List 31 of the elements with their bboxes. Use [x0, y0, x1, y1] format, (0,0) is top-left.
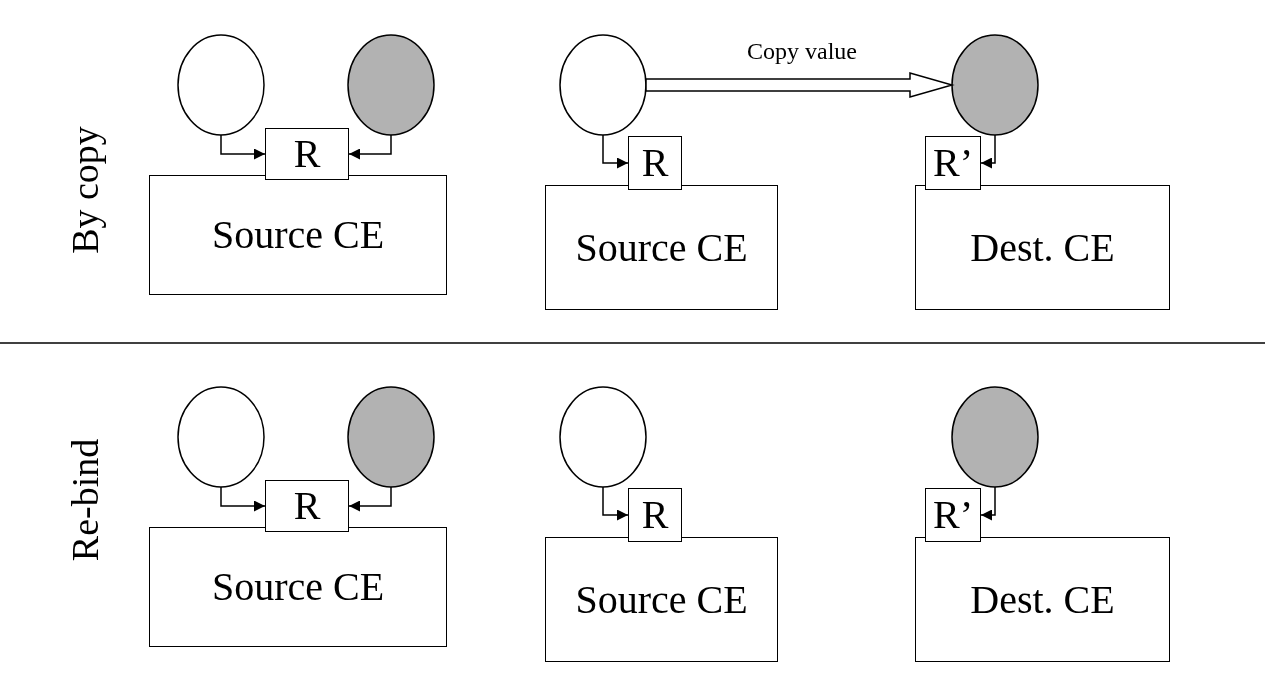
- row-label: Re-bind: [66, 438, 105, 562]
- circle-shape: [348, 35, 434, 135]
- process-box: R’: [925, 136, 981, 190]
- arrow: [980, 134, 996, 169]
- circle-shape: [560, 35, 646, 135]
- circle-shape: [952, 35, 1038, 135]
- process-box: R: [265, 480, 349, 532]
- process-box: Source CE: [545, 185, 778, 310]
- process-box: R: [628, 488, 682, 542]
- process-box: Source CE: [545, 537, 778, 662]
- process-box: R: [265, 128, 349, 180]
- arrow: [602, 486, 629, 521]
- process-box: Source CE: [149, 527, 447, 647]
- process-box: R’: [925, 488, 981, 542]
- circle-shape: [348, 387, 434, 487]
- circle-shape: [952, 387, 1038, 487]
- process-box: Source CE: [149, 175, 447, 295]
- arrow: [980, 486, 996, 521]
- circle-shape: [178, 387, 264, 487]
- arrow: [348, 486, 392, 512]
- hollow-arrow: [645, 72, 955, 98]
- process-box: Dest. CE: [915, 185, 1170, 310]
- arrow: [348, 134, 392, 160]
- arrow: [602, 134, 629, 169]
- circle-shape: [178, 35, 264, 135]
- process-box: R: [628, 136, 682, 190]
- circle-shape: [560, 387, 646, 487]
- process-box: Dest. CE: [915, 537, 1170, 662]
- row-label: By copy: [65, 126, 104, 254]
- arrow: [220, 134, 266, 160]
- arrow: [220, 486, 266, 512]
